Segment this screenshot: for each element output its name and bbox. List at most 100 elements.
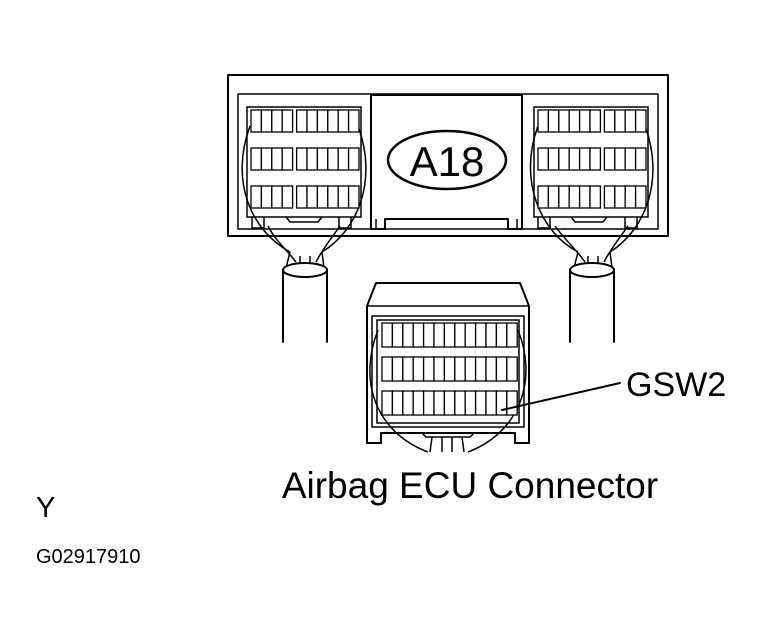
- left-terminal-cavity: [337, 147, 350, 171]
- left-terminal-cavity: [316, 147, 329, 171]
- ecu-terminal-cavity: [402, 322, 414, 348]
- ecu-terminal-cavity: [381, 322, 394, 348]
- right-terminal-cavity: [614, 147, 626, 171]
- ecu-terminal-cavity: [506, 390, 518, 416]
- left-terminal-cavity: [295, 185, 308, 209]
- left-terminal-cavity: [316, 185, 329, 209]
- right-terminal-cavity: [547, 109, 560, 133]
- right-terminal-cavity: [624, 185, 637, 209]
- ecu-terminal-cavity: [454, 356, 466, 382]
- left-terminal-cavity: [347, 109, 360, 133]
- right-terminal-cavity: [537, 109, 550, 133]
- ecu-terminal-cavity: [402, 356, 414, 382]
- right-terminal-cavity: [578, 109, 591, 133]
- left-terminal-cavity: [271, 147, 283, 171]
- ecu-terminal-cavity: [422, 356, 435, 382]
- right-terminal-cavity: [537, 147, 550, 171]
- right-terminal-cavity: [537, 185, 550, 209]
- left-terminal-cavity: [260, 185, 273, 209]
- right-terminal-cavity: [568, 109, 581, 133]
- right-terminal-cavity: [603, 185, 616, 209]
- right-terminal-cavity: [558, 109, 570, 133]
- right-terminal-cavity: [547, 147, 560, 171]
- ecu-wire-harness: [369, 329, 527, 453]
- connector-code-label: A18: [410, 138, 485, 185]
- ecu-terminal-cavity: [433, 322, 446, 348]
- right-terminal-cavity: [578, 185, 591, 209]
- left-terminal-cavity: [337, 185, 350, 209]
- terminal-cavities: [250, 109, 647, 416]
- ecu-terminal-cavity: [464, 356, 477, 382]
- ecu-terminal-cavity: [454, 390, 466, 416]
- right-wire-harness: [529, 125, 654, 343]
- right-terminal-cavity: [634, 109, 647, 133]
- left-terminal-cavity: [306, 185, 319, 209]
- ecu-terminal-cavity: [485, 322, 498, 348]
- left-terminal-cavity: [271, 109, 283, 133]
- left-terminal-cavity: [250, 109, 263, 133]
- left-terminal-cavity: [250, 147, 263, 171]
- right-terminal-cavity: [558, 185, 570, 209]
- wire-color-code: Y: [36, 492, 55, 524]
- left-terminal-cavity: [295, 147, 308, 171]
- ecu-terminal-cavity: [443, 390, 456, 416]
- ecu-terminal-cavity: [412, 390, 425, 416]
- right-terminal-cavity: [634, 185, 647, 209]
- ecu-terminal-cavity: [485, 356, 498, 382]
- ecu-terminal-cavity: [422, 390, 435, 416]
- left-terminal-cavity: [281, 147, 294, 171]
- right-terminal-cavity: [624, 147, 637, 171]
- terminal-label: GSW2: [626, 366, 726, 404]
- left-terminal-cavity: [306, 109, 319, 133]
- right-terminal-cavity: [603, 147, 616, 171]
- ecu-terminal-cavity: [454, 322, 466, 348]
- left-terminal-cavity: [250, 185, 263, 209]
- connector-code-oval: [386, 129, 508, 191]
- left-terminal-cavity: [347, 185, 360, 209]
- ecu-terminal-cavity: [412, 322, 425, 348]
- ecu-terminal-cavity: [381, 390, 394, 416]
- right-terminal-cavity: [547, 185, 560, 209]
- ecu-terminal-cavity: [391, 390, 404, 416]
- ecu-terminal-cavity: [474, 356, 487, 382]
- left-wire-harness: [241, 125, 367, 343]
- left-terminal-cavity: [260, 147, 273, 171]
- left-terminal-cavity: [337, 109, 350, 133]
- ecu-terminal-cavity: [506, 356, 518, 382]
- left-terminal-cavity: [327, 147, 339, 171]
- left-terminal-cavity: [281, 185, 294, 209]
- center-lock-housing: A18: [370, 94, 523, 230]
- terminal-leader-line: [501, 382, 621, 411]
- ecu-terminal-cavity: [474, 390, 487, 416]
- right-terminal-cavity: [558, 147, 570, 171]
- ecu-terminal-cavity: [433, 390, 446, 416]
- left-terminal-cavity: [347, 147, 360, 171]
- ecu-terminal-cavity: [495, 356, 508, 382]
- ecu-terminal-cavity: [402, 390, 414, 416]
- right-terminal-cavity: [634, 147, 647, 171]
- right-terminal-cavity: [578, 147, 591, 171]
- right-terminal-cavity: [624, 109, 637, 133]
- ecu-terminal-cavity: [495, 322, 508, 348]
- ecu-terminal-cavity: [381, 356, 394, 382]
- ecu-terminal-cavity: [443, 322, 456, 348]
- ecu-terminal-cavity: [433, 356, 446, 382]
- ecu-terminal-cavity: [443, 356, 456, 382]
- right-terminal-cavity: [589, 147, 602, 171]
- ecu-terminal-cavity: [474, 322, 487, 348]
- connector-caption: Airbag ECU Connector: [282, 465, 658, 506]
- left-terminal-cavity: [306, 147, 319, 171]
- left-terminal-cavity: [295, 109, 308, 133]
- figure-id: G02917910: [36, 546, 141, 568]
- right-terminal-cavity: [568, 147, 581, 171]
- right-terminal-cavity: [614, 109, 626, 133]
- left-terminal-cavity: [327, 109, 339, 133]
- ecu-terminal-cavity: [391, 322, 404, 348]
- vehicle-side-connector: A18: [227, 74, 669, 237]
- left-terminal-cavity: [327, 185, 339, 209]
- ecu-terminal-cavity: [391, 356, 404, 382]
- left-terminal-cavity: [316, 109, 329, 133]
- right-terminal-cavity: [589, 109, 602, 133]
